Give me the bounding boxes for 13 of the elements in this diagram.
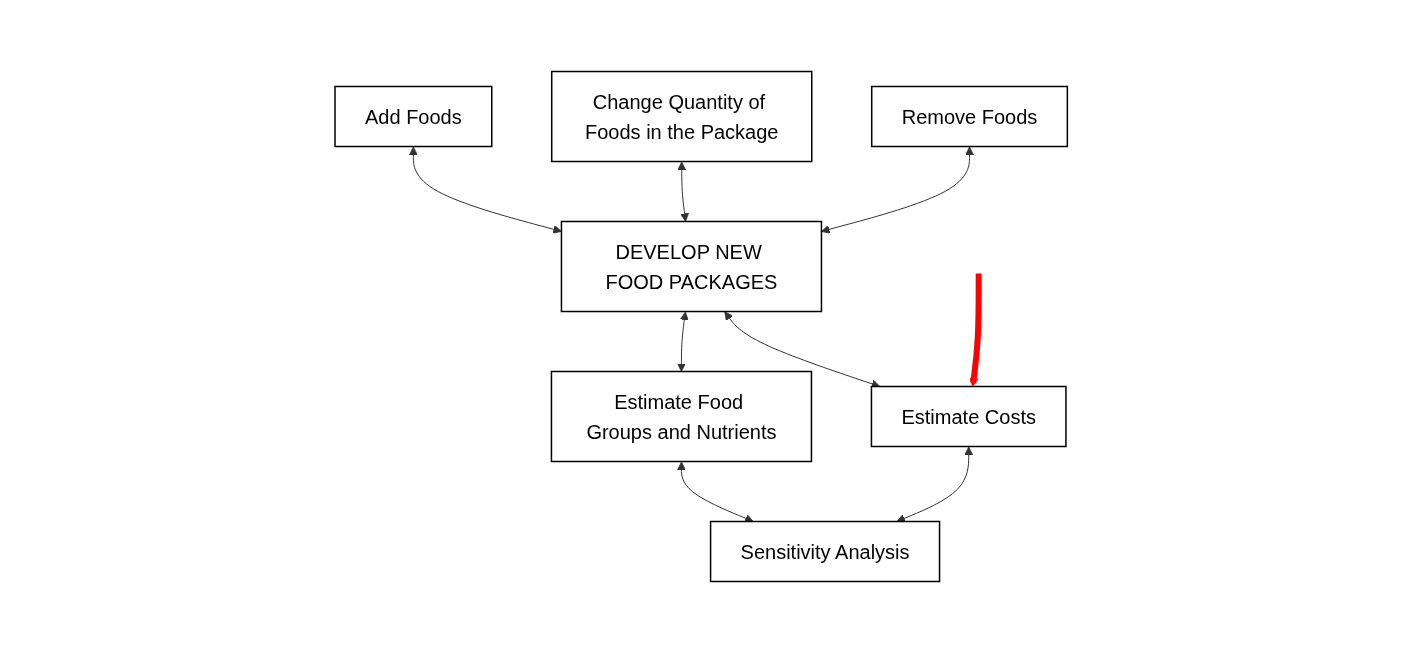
node-box: Estimate Costs — [871, 385, 1067, 448]
arrow — [677, 311, 689, 372]
arrow — [969, 273, 982, 387]
node-box: Remove Foods — [871, 85, 1069, 148]
arrow — [821, 146, 975, 234]
node-box: DEVELOP NEW FOOD PACKAGES — [561, 220, 823, 313]
arrow — [677, 461, 754, 523]
node-box: Sensitivity Analysis — [710, 520, 941, 583]
node-box: Estimate Food Groups and Nutrients — [551, 370, 813, 463]
node-box: Change Quantity of Foods in the Package — [551, 70, 813, 163]
arrow — [896, 446, 974, 523]
arrow — [677, 161, 690, 222]
node-box: Add Foods — [334, 85, 493, 148]
